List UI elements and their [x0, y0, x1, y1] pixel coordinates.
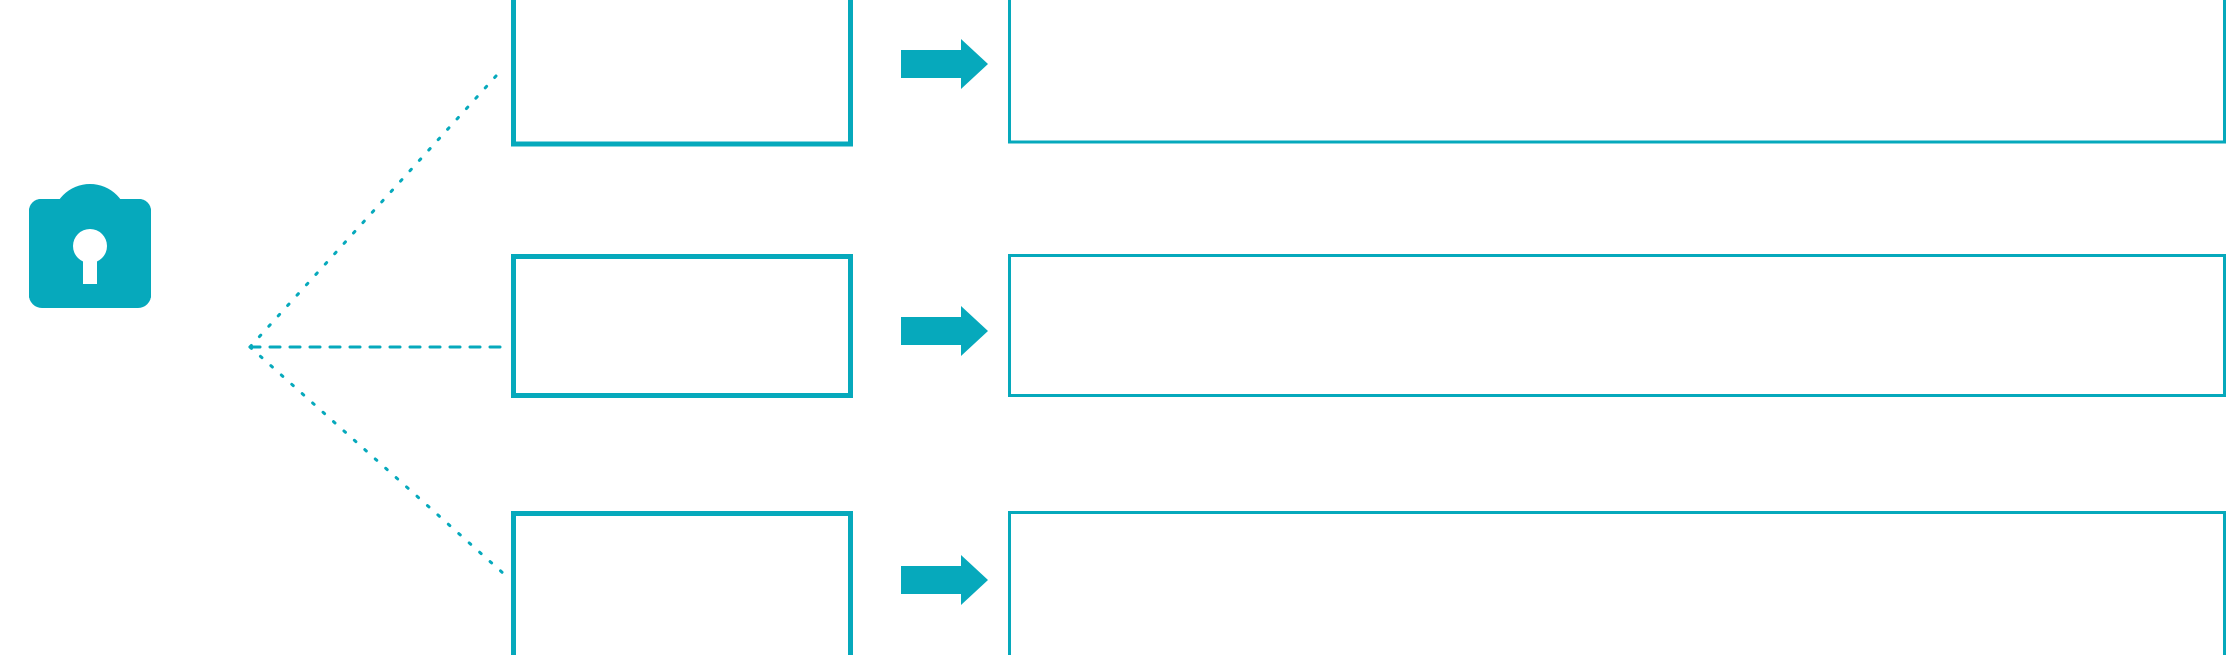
cause-box-1[interactable]: [511, 0, 853, 147]
effect-box-2[interactable]: [1008, 254, 2226, 397]
connector-line-3: [248, 345, 506, 576]
cause-box-2[interactable]: [511, 254, 853, 398]
row-1: [511, 0, 2226, 147]
cause-box-3[interactable]: [511, 511, 853, 655]
arrow-right-icon-1: [901, 39, 988, 89]
connector-lines: [248, 74, 507, 576]
effect-box-3[interactable]: [1008, 511, 2226, 655]
padlock-icon[interactable]: [29, 184, 151, 308]
connector-line-1: [248, 74, 498, 349]
row-3: [511, 511, 2226, 655]
row-2: [511, 254, 2226, 398]
arrow-right-icon-2: [901, 306, 988, 356]
arrow-right-icon-3: [901, 555, 988, 605]
effect-box-1[interactable]: [1008, 0, 2226, 144]
